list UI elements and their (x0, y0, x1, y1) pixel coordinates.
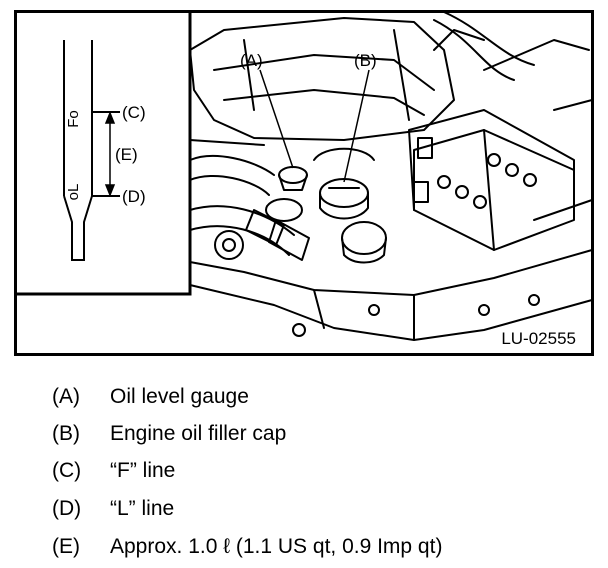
legend-text: Oil level gauge (110, 385, 249, 408)
legend-key: (C) (52, 459, 82, 482)
callout-c-label: (C) (122, 103, 146, 122)
callout-e-label: (E) (115, 145, 138, 164)
legend-text: Engine oil filler cap (110, 422, 287, 445)
callout-leaders (259, 69, 370, 183)
legend-text: “L” line (110, 497, 175, 520)
callout-b-label: (B) (354, 51, 377, 70)
dipstick-l-mark: oL (65, 184, 82, 201)
legend-text: Approx. 1.0 ℓ (1.1 US qt, 0.9 Imp qt) (110, 535, 443, 558)
dipstick-f-mark: Fo (65, 110, 82, 128)
legend-key: (B) (52, 422, 80, 445)
engine-diagram: (A) (B) Fo oL (C) (E) (D) LU-02555 (14, 10, 594, 356)
dipstick-inset: Fo oL (C) (E) (D) (17, 13, 192, 296)
legend-text: “F” line (110, 459, 176, 482)
callout-d-label: (D) (122, 187, 146, 206)
figure-code: LU-02555 (501, 329, 576, 348)
inset-background (17, 13, 190, 294)
callout-a-label: (A) (240, 51, 263, 70)
inset-border (17, 13, 192, 296)
legend-key: (A) (52, 385, 80, 408)
range-arrow (104, 110, 116, 198)
legend-key: (E) (52, 535, 80, 558)
dipstick (63, 40, 93, 261)
legend-key: (D) (52, 497, 82, 520)
